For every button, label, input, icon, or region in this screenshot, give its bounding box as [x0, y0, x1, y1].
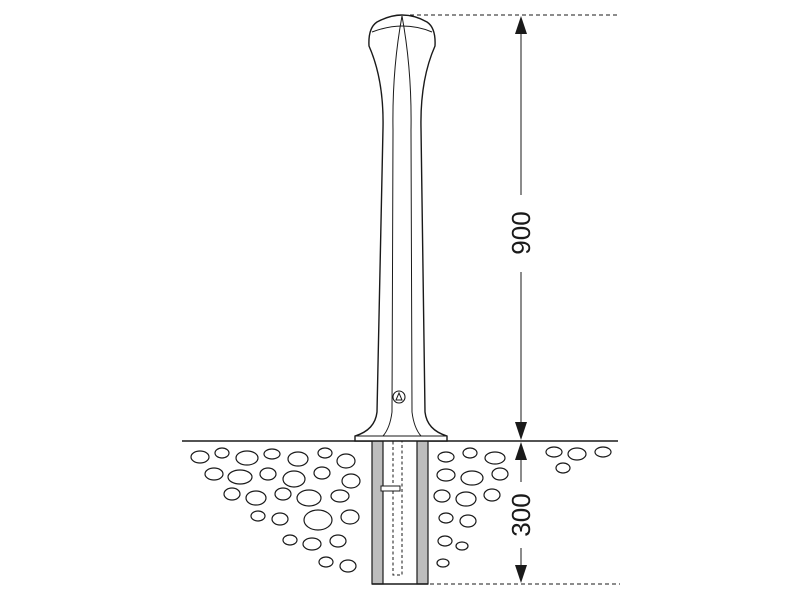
sleeve-wall-left	[371, 440, 384, 585]
soil-stones-right	[433, 446, 612, 568]
dimension-label-300: 300	[506, 493, 536, 536]
bollard-facets	[371, 15, 433, 437]
soil-stones-left	[190, 447, 361, 573]
dimension-label-900: 900	[506, 211, 536, 254]
bollard-body	[354, 14, 448, 442]
keyhole-icon	[392, 390, 406, 404]
sleeve-wall-right	[416, 440, 429, 585]
arrow-300-bottom	[515, 565, 527, 583]
arrow-300-top	[515, 442, 527, 460]
arrow-900-top	[515, 16, 527, 34]
arrow-900-bottom	[515, 422, 527, 440]
dimension-arrows	[515, 16, 527, 583]
ground-sleeve	[371, 440, 429, 585]
locking-pin	[380, 485, 401, 492]
